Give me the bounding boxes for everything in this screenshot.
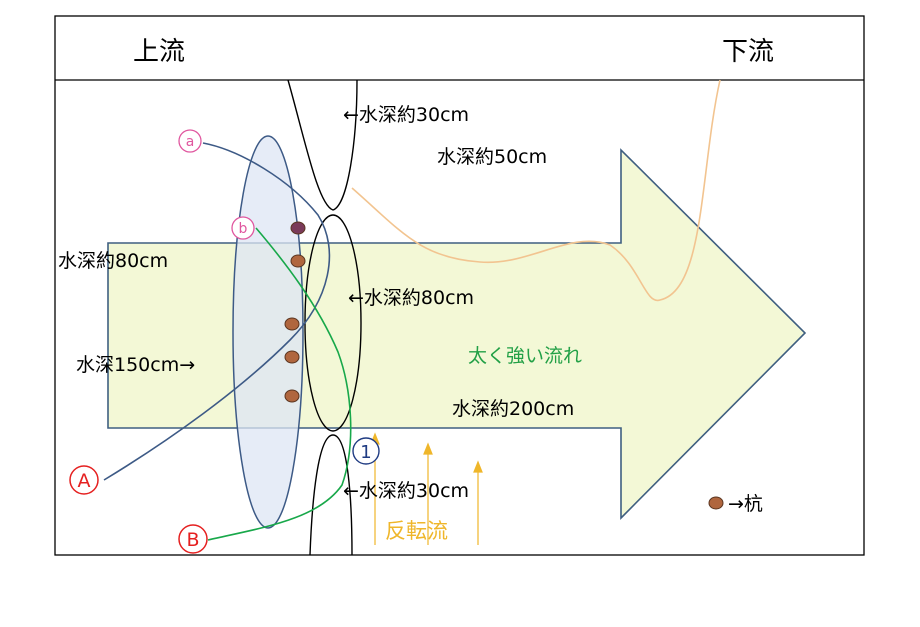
lower-bank-curve: [309, 434, 353, 556]
depth-80-center-label: ←水深約80cm: [348, 287, 474, 309]
stake: [284, 389, 300, 403]
deep-zone-ellipse: [232, 135, 304, 529]
downstream-label: 下流: [722, 37, 774, 67]
stake: [284, 350, 300, 364]
green-line-b-B: [207, 227, 352, 541]
marker-a: a: [178, 129, 202, 153]
depth-30-bottom-label: ←水深約30cm: [343, 480, 469, 502]
svg-text:1: 1: [360, 442, 371, 463]
depth-50-label: 水深約50cm: [437, 146, 547, 168]
svg-text:a: a: [186, 134, 195, 150]
stakes: [284, 221, 724, 510]
blue-line-a-A: [103, 142, 331, 481]
depth-30-top-label: ←水深約30cm: [343, 104, 469, 126]
reverse-flow-label: 反転流: [385, 519, 448, 543]
svg-text:B: B: [186, 529, 199, 551]
marker-1: 1: [352, 437, 380, 465]
svg-text:b: b: [239, 221, 248, 237]
orange-contour-line: [351, 79, 721, 302]
svg-text:A: A: [78, 470, 91, 492]
depth-80-left-label: 水深約80cm: [58, 250, 168, 272]
marker-A: A: [69, 465, 99, 495]
depth-150-label: 水深150cm→: [76, 354, 195, 376]
stake-legend-label: →杭: [728, 493, 763, 515]
legend-stake-icon: [708, 496, 724, 510]
stake: [284, 317, 300, 331]
upstream-label: 上流: [133, 37, 185, 67]
marker-b: b: [231, 216, 255, 240]
depth-200-label: 水深約200cm: [452, 398, 574, 420]
stake: [290, 221, 306, 235]
upper-bank-curve: [287, 79, 358, 211]
marker-B: B: [178, 524, 208, 554]
stake: [290, 254, 306, 268]
strong-flow-label: 太く強い流れ: [468, 345, 582, 367]
